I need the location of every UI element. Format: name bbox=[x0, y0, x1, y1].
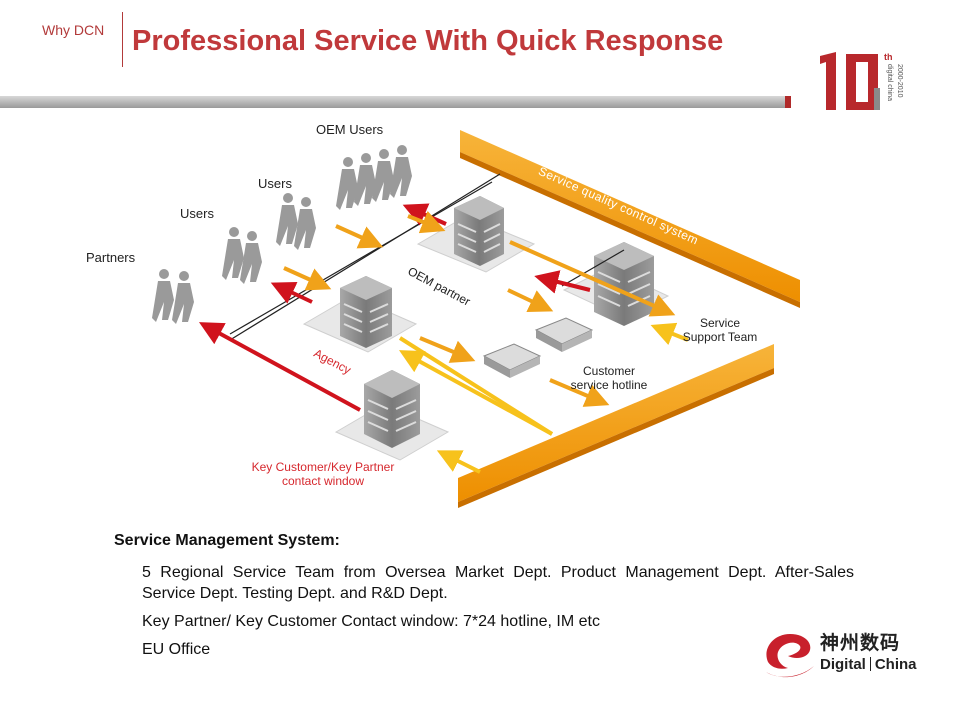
users-people-icon bbox=[276, 193, 316, 250]
digital-china-logo-icon bbox=[766, 634, 814, 678]
users-label: Users bbox=[180, 206, 214, 221]
digital-china-logo-cn: 神州数码 bbox=[820, 633, 901, 654]
users-label: Users bbox=[258, 176, 292, 191]
management-bar bbox=[458, 344, 774, 508]
header-bar-accent bbox=[785, 96, 791, 108]
svg-text:digital china: digital china bbox=[886, 64, 893, 101]
body-paragraph: EU Office bbox=[142, 641, 211, 658]
body-paragraph: Key Partner/ Key Customer Contact window… bbox=[142, 613, 600, 630]
oem-users-label: OEM Users bbox=[316, 122, 384, 137]
header-bar bbox=[0, 96, 786, 108]
hotline-label: Customer service hotline bbox=[570, 364, 648, 392]
users-people-icon bbox=[222, 227, 262, 284]
slide-title: Professional Service With Quick Response bbox=[132, 25, 724, 57]
building-oem bbox=[454, 196, 504, 266]
building-key-window bbox=[364, 370, 420, 448]
svg-text:2000-2010: 2000-2010 bbox=[896, 64, 903, 98]
service-network-diagram: OEM Users Users Users Partners Service q… bbox=[86, 112, 800, 524]
telephone-icon bbox=[482, 343, 542, 378]
body-text: Service Management System: 5 Regional Se… bbox=[114, 532, 854, 667]
key-contact-window-label: Key Customer/Key Partner contact window bbox=[251, 460, 395, 488]
body-paragraph: 5 Regional Service Team from Oversea Mar… bbox=[142, 564, 854, 602]
partners-people-icon bbox=[152, 269, 194, 324]
connection-lines bbox=[229, 173, 625, 341]
oem-users-people-icon bbox=[336, 145, 412, 210]
quality-control-bar bbox=[460, 130, 800, 308]
anniversary-logo: th digital china 2000-2010 bbox=[820, 52, 903, 110]
svg-text:th: th bbox=[884, 52, 893, 62]
support-team-label: Service Support Team bbox=[682, 316, 758, 344]
orange-arrows bbox=[283, 210, 676, 407]
partners-label: Partners bbox=[86, 250, 136, 265]
telephone-icon bbox=[534, 317, 594, 352]
building-support bbox=[594, 242, 654, 326]
building-agency bbox=[340, 276, 392, 348]
title-divider bbox=[122, 12, 123, 67]
section-heading: Service Management System: bbox=[114, 532, 340, 549]
section-tag: Why DCN bbox=[42, 22, 105, 38]
